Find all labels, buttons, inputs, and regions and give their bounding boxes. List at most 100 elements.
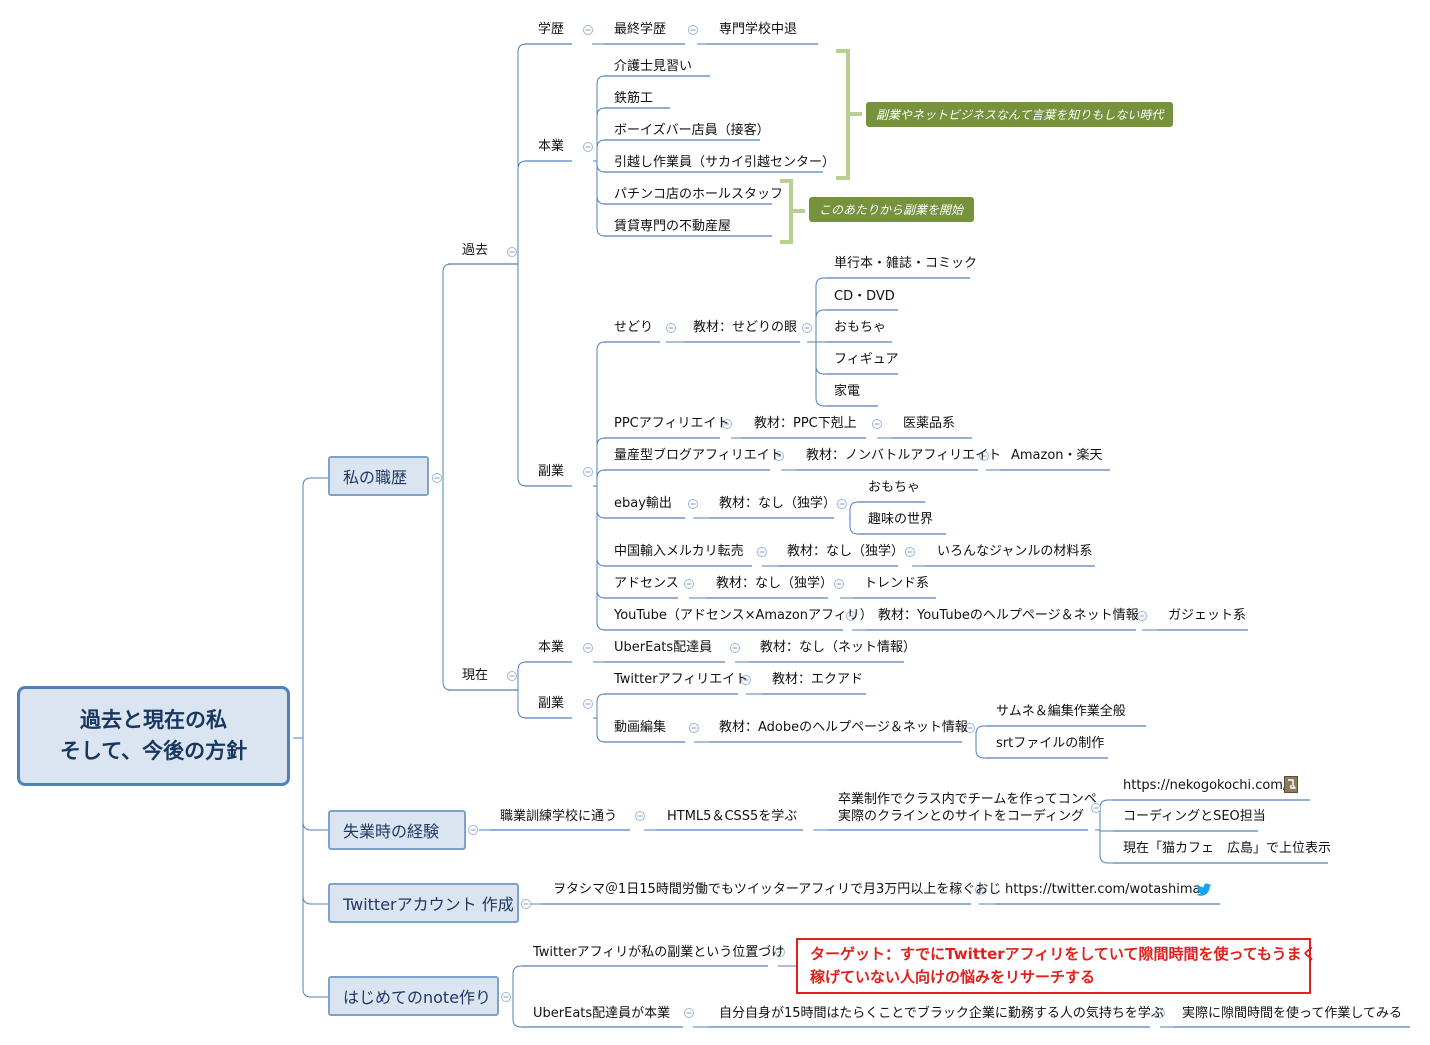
node-adsense-genre[interactable]: トレンド系 <box>864 576 930 591</box>
connector-13 <box>517 160 527 170</box>
connector-28 <box>596 509 606 519</box>
node-education-value[interactable]: 専門学校中退 <box>719 22 798 37</box>
connector-30 <box>596 589 606 599</box>
node-sedori-figures[interactable]: フィギュア <box>834 352 899 367</box>
node-vocational-school[interactable]: 職業訓練学校に通う <box>500 809 618 824</box>
target-research-box[interactable]: ターゲット：すでにTwitterアフィリをしていて隙間時間を使ってもうまく 稼げ… <box>796 938 1317 994</box>
callout-side-business-start[interactable]: このあたりから副業を開始 <box>809 197 974 222</box>
node-twitter-affiliate[interactable]: Twitterアフィリエイト <box>614 672 749 687</box>
node-ubereats[interactable]: UberEats配達員 <box>614 640 713 655</box>
node-past-main-job[interactable]: 本業 <box>538 139 565 154</box>
node-nekogokochi-url[interactable]: https://nekogokochi.com/ <box>1123 778 1288 793</box>
connector-54 <box>975 749 986 759</box>
node-ebay-toys[interactable]: おもちゃ <box>868 480 921 495</box>
topic-career[interactable]: 私の職歴 <box>328 456 429 496</box>
node-ebay-material[interactable]: 教材：なし（独学） <box>719 496 837 511</box>
node-job-mover[interactable]: 引越し作業員（サカイ引越センター） <box>614 155 836 170</box>
node-ebay-hobby[interactable]: 趣味の世界 <box>868 512 934 527</box>
node-mercari-material[interactable]: 教材：なし（独学） <box>787 544 905 559</box>
connector-8 <box>442 263 452 273</box>
connector-41 <box>849 501 859 511</box>
node-job-realestate[interactable]: 賃貸専門の不動産屋 <box>614 219 732 234</box>
node-sedori-appliances[interactable]: 家電 <box>834 384 861 399</box>
node-coding-seo[interactable]: コーディングとSEO担当 <box>1123 809 1266 824</box>
connector-31 <box>596 621 606 631</box>
node-job-caregiver[interactable]: 介護士見習い <box>614 59 693 74</box>
root-topic[interactable]: 過去と現在の私 そして、今後の方針 <box>17 686 290 786</box>
connector-42 <box>849 525 859 535</box>
node-youtube-genre[interactable]: ガジェット系 <box>1168 608 1247 623</box>
node-ebay[interactable]: ebay輸出 <box>614 496 672 511</box>
topic-note[interactable]: はじめてのnote作り <box>328 976 499 1016</box>
topic-unemployment[interactable]: 失業時の経験 <box>328 810 466 850</box>
connector-3 <box>302 821 328 831</box>
node-ubereats-main-job[interactable]: UberEats配達員が本業 <box>533 1006 671 1021</box>
bracket-side-business-start <box>780 179 805 244</box>
connector-53 <box>975 725 986 735</box>
node-youtube[interactable]: YouTube（アドセンス×Amazonアフィリ） <box>614 608 873 623</box>
node-ppc[interactable]: PPCアフィリエイト <box>614 416 730 431</box>
node-present[interactable]: 現在 <box>462 668 489 683</box>
node-job-boys-bar[interactable]: ボーイズバー店員（接客） <box>614 123 770 138</box>
node-sedori-material[interactable]: 教材：せどりの眼 <box>693 320 798 335</box>
node-sedori-books[interactable]: 単行本・雑誌・コミック <box>834 256 978 271</box>
node-education[interactable]: 学歴 <box>538 22 565 37</box>
node-mercari-genre[interactable]: いろんなジャンルの材料系 <box>937 544 1093 559</box>
root-title-line2: そして、今後の方針 <box>59 739 248 763</box>
node-ppc-genre[interactable]: 医薬品系 <box>903 416 956 431</box>
connector-49 <box>596 693 606 703</box>
node-present-side-business[interactable]: 副業 <box>538 696 565 711</box>
connector-62 <box>512 965 522 975</box>
node-side-business-position[interactable]: Twitterアフィリが私の副業という位置づけ <box>533 945 785 960</box>
node-adsense-material[interactable]: 教材：なし（独学） <box>716 576 834 591</box>
node-sedori-cd[interactable]: CD・DVD <box>834 289 895 304</box>
connector-27 <box>596 469 606 479</box>
node-youtube-material[interactable]: 教材：YouTubeのヘルプページ＆ネット情報 <box>878 608 1139 623</box>
link-icon[interactable] <box>1284 776 1298 793</box>
node-video-srt[interactable]: srtファイルの制作 <box>996 736 1105 751</box>
node-video-thumbnail[interactable]: サムネ＆編集作業全般 <box>996 704 1126 719</box>
node-past-side-business[interactable]: 副業 <box>538 464 565 479</box>
target-line2: 稼げていない人向けの悩みをリサーチする <box>810 968 1096 986</box>
node-graduation-project-line2[interactable]: 実際のクラインとのサイトをコーディング <box>838 809 1084 824</box>
node-graduation-project-line1[interactable]: 卒業制作でクラス内でチームを作ってコンペ <box>838 792 1097 807</box>
node-job-rebar[interactable]: 鉄筋工 <box>614 91 654 106</box>
node-job-pachinko[interactable]: パチンコ店のホールスタッフ <box>614 187 784 202</box>
node-video-material[interactable]: 教材：Adobeのヘルプページ＆ネット情報 <box>719 720 968 735</box>
connector-9 <box>442 681 452 691</box>
callout-no-side-business[interactable]: 副業やネットビジネスなんて言葉を知りもしない時代 <box>866 102 1173 127</box>
node-twitter-url[interactable]: https://twitter.com/wotashima <box>1005 882 1201 897</box>
connector-57 <box>1099 799 1113 809</box>
node-try-spare-time[interactable]: 実際に隙間時間を使って作業してみる <box>1182 1006 1402 1021</box>
node-blog[interactable]: 量産型ブログアフィリエイト <box>614 448 783 463</box>
node-adsense[interactable]: アドセンス <box>614 576 679 591</box>
node-ubereats-material[interactable]: 教材：なし（ネット情報） <box>760 640 917 655</box>
topic-twitter-account[interactable]: Twitterアカウント 作成 <box>328 883 519 923</box>
connector-12 <box>517 43 527 53</box>
node-mercari[interactable]: 中国輸入メルカリ転売 <box>614 544 744 559</box>
node-sedori-toys[interactable]: おもちゃ <box>834 320 887 335</box>
connector-63 <box>512 1018 522 1028</box>
node-twitter-profile[interactable]: ヲタシマ＠1日15時間労働でもツイッターアフィリで月3万円以上を稼ぐおじ <box>553 882 1002 897</box>
connector-14 <box>517 477 527 487</box>
node-video-editing[interactable]: 動画編集 <box>614 720 667 735</box>
twitter-bird-icon[interactable] <box>1196 882 1212 896</box>
node-ppc-material[interactable]: 教材：PPC下剋上 <box>754 416 857 431</box>
node-twitter-affiliate-material[interactable]: 教材：エクアド <box>772 672 864 687</box>
connector-25 <box>596 341 606 351</box>
node-blog-genre[interactable]: Amazon・楽天 <box>1011 448 1103 463</box>
connector-19 <box>596 139 606 149</box>
node-present-main-job[interactable]: 本業 <box>538 640 565 655</box>
node-final-education[interactable]: 最終学歴 <box>614 22 667 37</box>
node-ranking-result[interactable]: 現在「猫カフェ 広島」で上位表示 <box>1123 841 1332 856</box>
node-past[interactable]: 過去 <box>462 243 489 258</box>
connector-34 <box>815 277 825 287</box>
node-html-css[interactable]: HTML5＆CSS5を学ぶ <box>667 809 798 824</box>
connector-29 <box>596 557 606 567</box>
root-title-line1: 過去と現在の私 <box>80 708 227 732</box>
bracket-no-side-business <box>836 49 862 180</box>
node-blog-material[interactable]: 教材：ノンバトルアフィリエイト <box>806 448 1002 463</box>
node-learn-black-company[interactable]: 自分自身が15時間はたらくことでブラック企業に勤務する人の気持ちを学ぶ <box>719 1006 1164 1021</box>
node-sedori[interactable]: せどり <box>614 320 654 335</box>
